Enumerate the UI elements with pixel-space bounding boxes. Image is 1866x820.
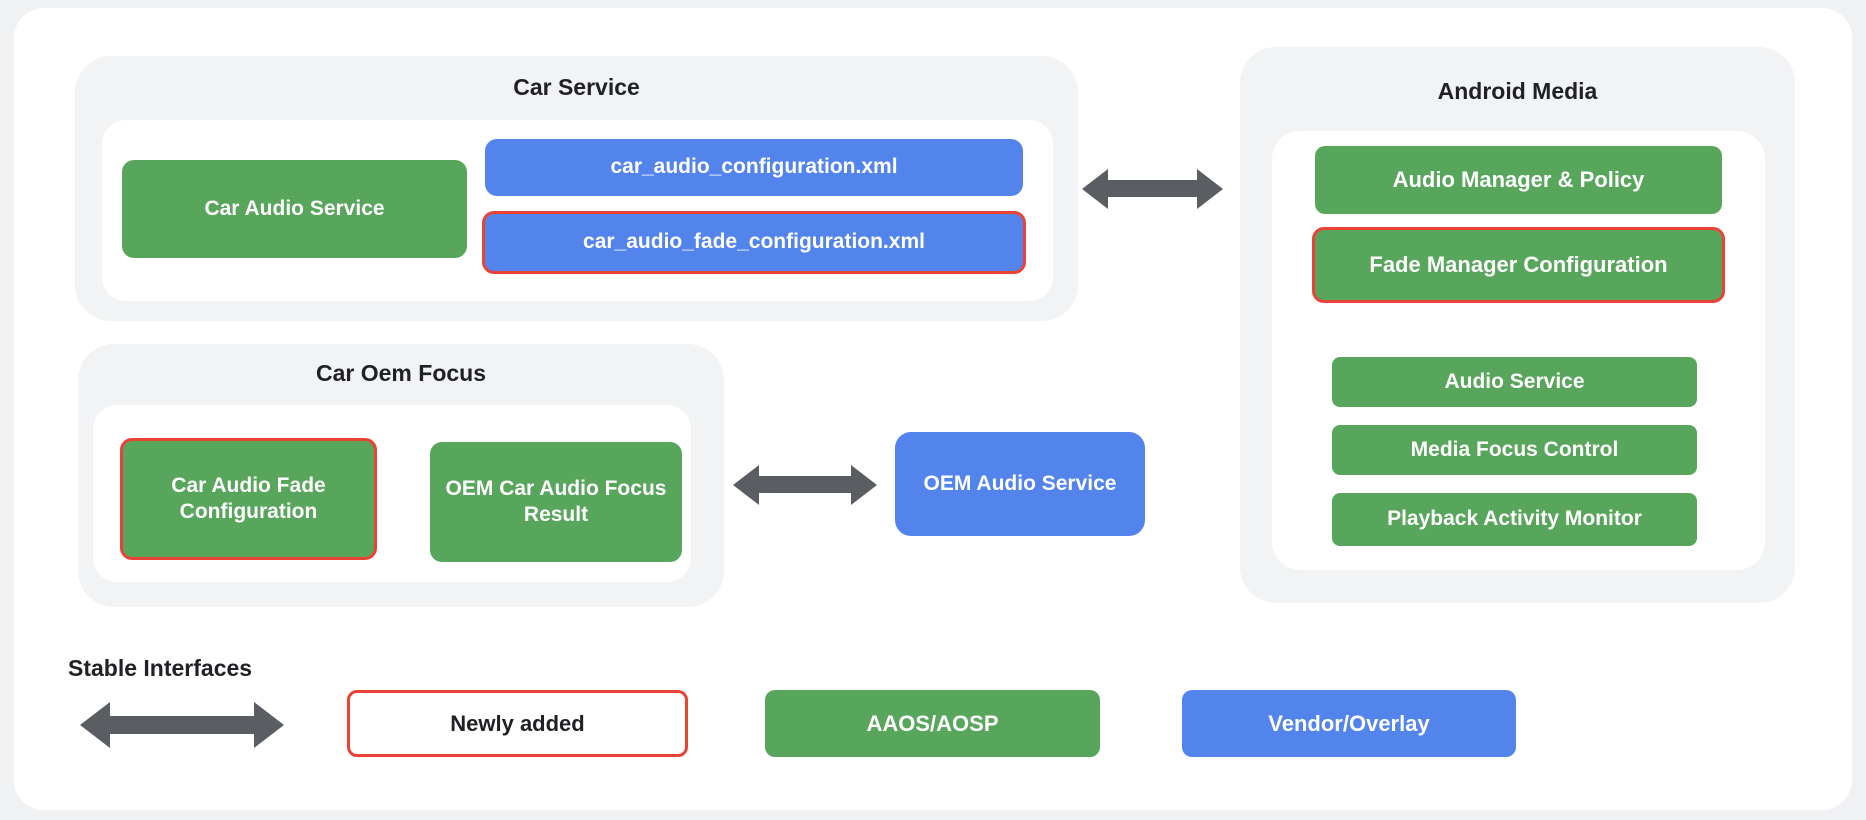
legend-vendor-overlay: Vendor/Overlay bbox=[1182, 690, 1516, 757]
car-service-title: Car Service bbox=[513, 74, 640, 100]
audio-service-node: Audio Service bbox=[1332, 357, 1697, 407]
stable-interfaces-arrow-icon bbox=[110, 716, 254, 734]
stable-interfaces-label: Stable Interfaces bbox=[68, 655, 253, 681]
car-audio-fade-configuration-node: Car Audio Fade Configuration bbox=[120, 438, 377, 560]
playback-activity-monitor-node: Playback Activity Monitor bbox=[1332, 493, 1697, 546]
oem-audio-service-node: OEM Audio Service bbox=[895, 432, 1145, 536]
android-media-title: Android Media bbox=[1437, 78, 1598, 104]
audio-manager-policy-node: Audio Manager & Policy bbox=[1315, 146, 1722, 214]
car-service-android-media-arrow-icon bbox=[1108, 180, 1197, 197]
car-audio-service-node: Car Audio Service bbox=[122, 160, 467, 258]
legend-newly-added: Newly added bbox=[347, 690, 688, 757]
car-audio-configuration-xml-node: car_audio_configuration.xml bbox=[485, 139, 1023, 196]
fade-manager-configuration-node: Fade Manager Configuration bbox=[1312, 227, 1725, 303]
oem-car-audio-focus-result-node: OEM Car Audio Focus Result bbox=[430, 442, 682, 562]
car-oem-focus-title: Car Oem Focus bbox=[316, 360, 486, 386]
car-audio-fade-configuration-xml-node: car_audio_fade_configuration.xml bbox=[482, 211, 1026, 274]
car-oem-focus-oem-audio-service-arrow-icon bbox=[759, 476, 851, 493]
media-focus-control-node: Media Focus Control bbox=[1332, 425, 1697, 475]
legend-aaos-aosp: AAOS/AOSP bbox=[765, 690, 1100, 757]
